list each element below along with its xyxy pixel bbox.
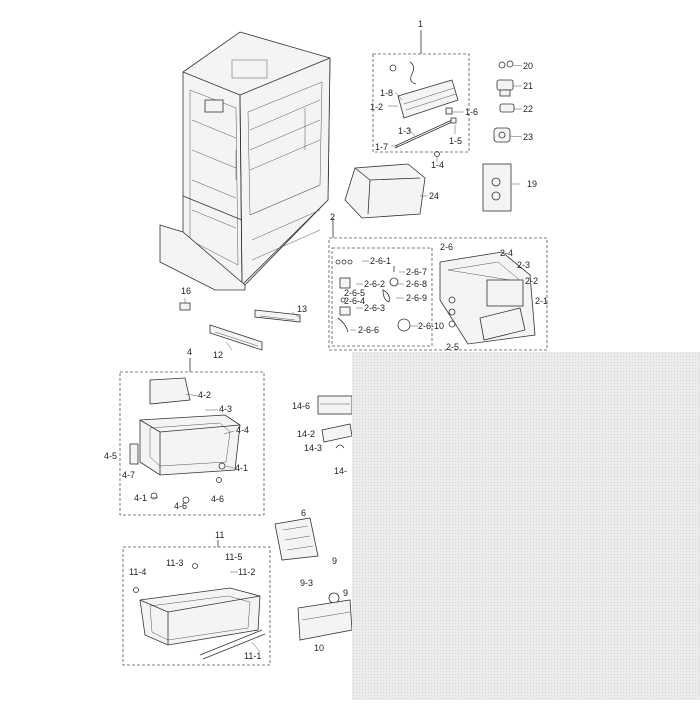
callout-label: 1 — [418, 19, 423, 29]
leader-lines — [149, 91, 464, 653]
part-24-drawing — [344, 163, 428, 219]
parts-20-23-drawing — [493, 60, 523, 143]
callout-label: 4-1 — [235, 463, 248, 473]
callout-label: 14-6 — [292, 401, 310, 411]
assembly-11-drawing — [122, 540, 271, 666]
callout-label: 6 — [301, 508, 306, 518]
callout-label: 4-3 — [219, 404, 232, 414]
callout-label: 23 — [523, 132, 533, 142]
callout-label: 9 — [332, 556, 337, 566]
callout-label: 4-6 — [174, 501, 187, 511]
callout-label: 2-4 — [500, 248, 513, 258]
part-6-drawing — [274, 517, 319, 561]
assembly-1-drawing — [372, 30, 470, 162]
assembly-2-drawing — [328, 218, 548, 351]
callout-label: 10 — [314, 643, 324, 653]
parts-12-13-16-drawing — [179, 298, 301, 351]
part-19-drawing — [482, 163, 520, 212]
assembly-14-drawing — [317, 395, 353, 449]
callout-label: 2 — [330, 212, 335, 222]
callout-label: 12 — [213, 350, 223, 360]
callout-label: 13 — [297, 304, 307, 314]
callout-label: 2-6-3 — [364, 303, 385, 313]
callout-label: 2-3 — [517, 260, 530, 270]
callout-label: 24 — [429, 191, 439, 201]
callout-label: 1-2 — [370, 102, 383, 112]
callout-label: 4-4 — [236, 425, 249, 435]
assembly-9-10-drawing — [297, 592, 353, 641]
callout-label: 11-1 — [244, 651, 261, 661]
callout-label: 4 — [187, 347, 192, 357]
callout-label: 11-2 — [238, 567, 255, 577]
callout-label: 2-6-1 — [370, 256, 391, 266]
callout-label: 11-3 — [166, 558, 183, 568]
callout-label: 20 — [523, 61, 533, 71]
callout-label: 2-6-6 — [358, 325, 379, 335]
callout-label: 4-5 — [104, 451, 117, 461]
grey-occluding-overlay — [352, 352, 700, 700]
callout-label: 14-2 — [297, 429, 315, 439]
callout-label: 2-6-7 — [406, 267, 427, 277]
callout-label: 2-6-4 — [344, 296, 365, 306]
assembly-4-drawing — [119, 358, 265, 516]
cabinet-drawing — [159, 31, 331, 291]
callout-labels: 1 1-8 1-2 1-6 1-3 1-5 1-7 1-4 20 21 22 2… — [104, 19, 548, 661]
callout-label: 2-6-2 — [364, 279, 385, 289]
callout-label: 1-7 — [375, 142, 388, 152]
callout-label: 1-8 — [380, 88, 393, 98]
callout-label: 2-5 — [446, 342, 459, 352]
callout-label: 4-7 — [122, 470, 135, 480]
callout-label: 2-6-5 — [344, 288, 365, 298]
callout-label: 1-3 — [398, 126, 411, 136]
callout-label: 1-6 — [465, 107, 478, 117]
callout-label: 4-1 — [134, 493, 147, 503]
callout-label: 1-5 — [449, 136, 462, 146]
callout-label: 14- — [334, 466, 347, 476]
callout-label: 9-3 — [300, 578, 313, 588]
callout-label: 14-3 — [304, 443, 322, 453]
callout-label: 2-6-9 — [406, 293, 427, 303]
callout-label: 4-2 — [198, 390, 211, 400]
callout-label: 2-6 — [440, 242, 453, 252]
callout-label: 2-1 — [535, 296, 548, 306]
callout-label: 11-4 — [129, 567, 146, 577]
callout-label: 21 — [523, 81, 533, 91]
callout-label: 1-4 — [431, 160, 444, 170]
callout-label: 11-5 — [225, 552, 242, 562]
callout-label: 2-6-8 — [406, 279, 427, 289]
callout-label: 2-2 — [525, 276, 538, 286]
callout-label: 2-6-10 — [418, 321, 444, 331]
callout-label: 22 — [523, 104, 533, 114]
callout-label: 9 — [343, 588, 348, 598]
callout-label: 19 — [527, 179, 537, 189]
callout-label: 11 — [215, 530, 224, 540]
callout-label: 4-6 — [211, 494, 224, 504]
callout-label: 16 — [181, 286, 191, 296]
